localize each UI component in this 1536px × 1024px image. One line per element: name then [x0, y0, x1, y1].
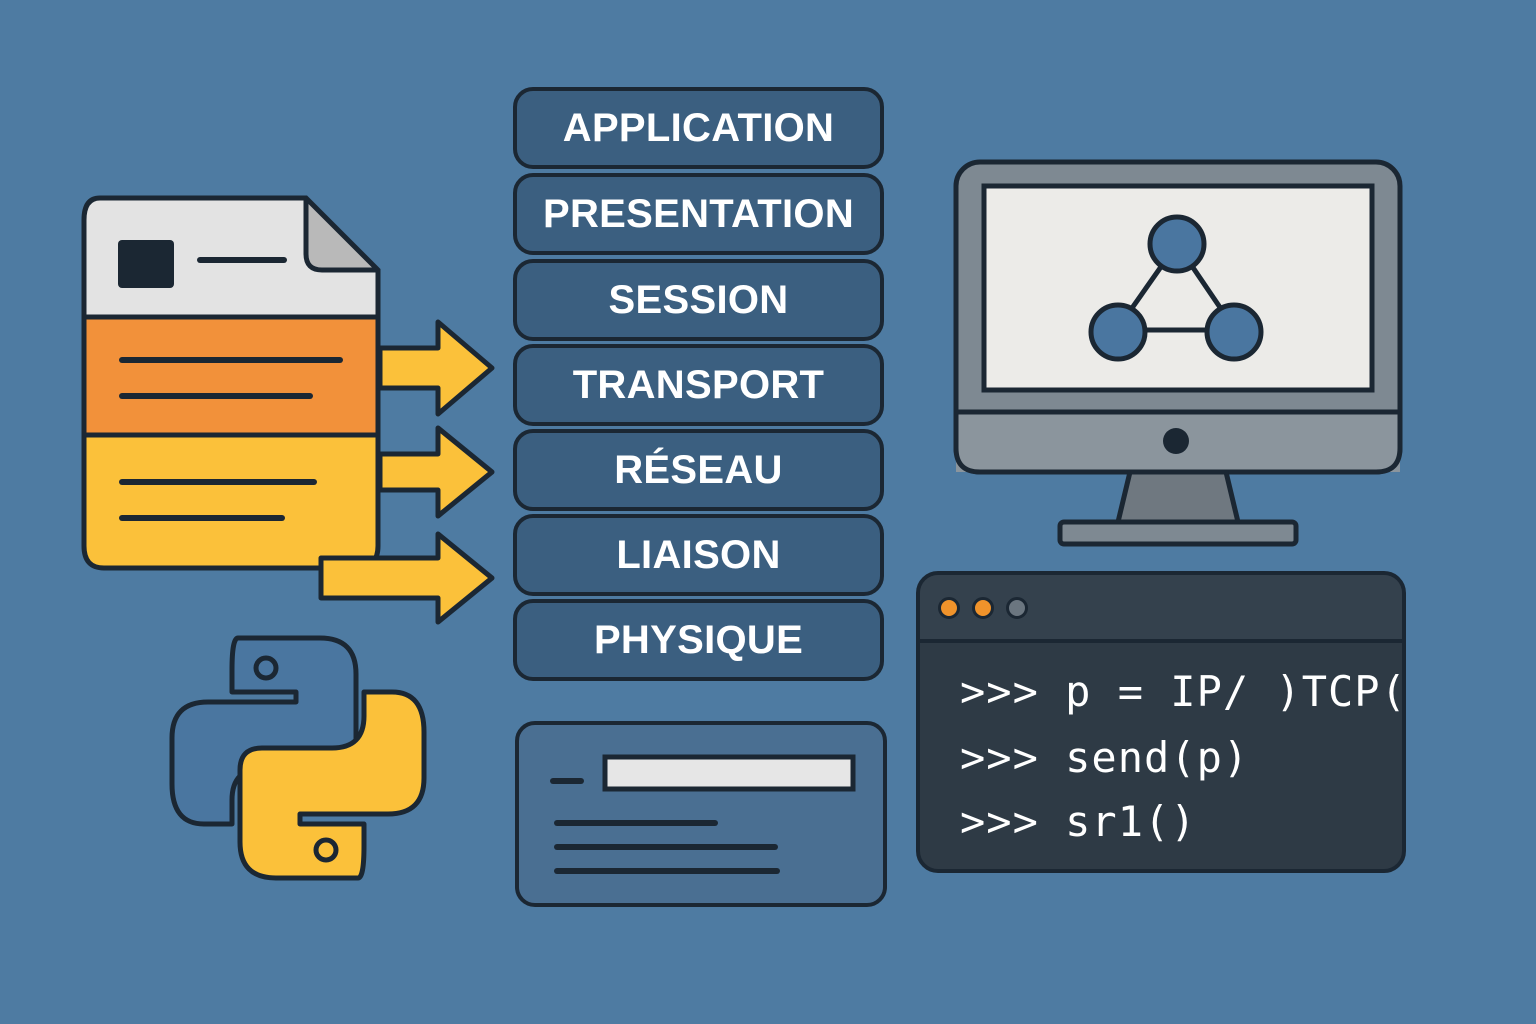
- python-logo-icon: [169, 635, 427, 881]
- window-dot-icon[interactable]: [972, 597, 994, 619]
- layer-physique: PHYSIQUE: [513, 599, 884, 681]
- yellow-arrow-icon: [377, 319, 495, 417]
- terminal-line: >>> send(p): [960, 733, 1250, 782]
- yellow-arrow-icon: [318, 531, 495, 625]
- yellow-arrow-icon: [377, 425, 495, 519]
- layer-session: SESSION: [513, 259, 884, 341]
- form-card: [515, 721, 887, 907]
- python-terminal: >>> p = IP/ )TCP() >>> send(p) >>> sr1(): [916, 571, 1406, 873]
- network-triangle-icon: [1088, 214, 1264, 362]
- terminal-line: >>> sr1(): [960, 797, 1197, 846]
- layer-liaison: LIAISON: [513, 514, 884, 596]
- terminal-line: >>> p = IP/ )TCP(): [960, 667, 1406, 716]
- computer-monitor-icon: [953, 159, 1403, 547]
- form-card-icon: [550, 754, 856, 874]
- layer-transport: TRANSPORT: [513, 344, 884, 426]
- window-dot-icon[interactable]: [938, 597, 960, 619]
- terminal-title-bar: [920, 575, 1402, 643]
- packet-document-icon: [81, 195, 381, 571]
- layer-reseau: RÉSEAU: [513, 429, 884, 511]
- layer-application: APPLICATION: [513, 87, 884, 169]
- layer-presentation: PRESENTATION: [513, 173, 884, 255]
- window-dot-icon[interactable]: [1006, 597, 1028, 619]
